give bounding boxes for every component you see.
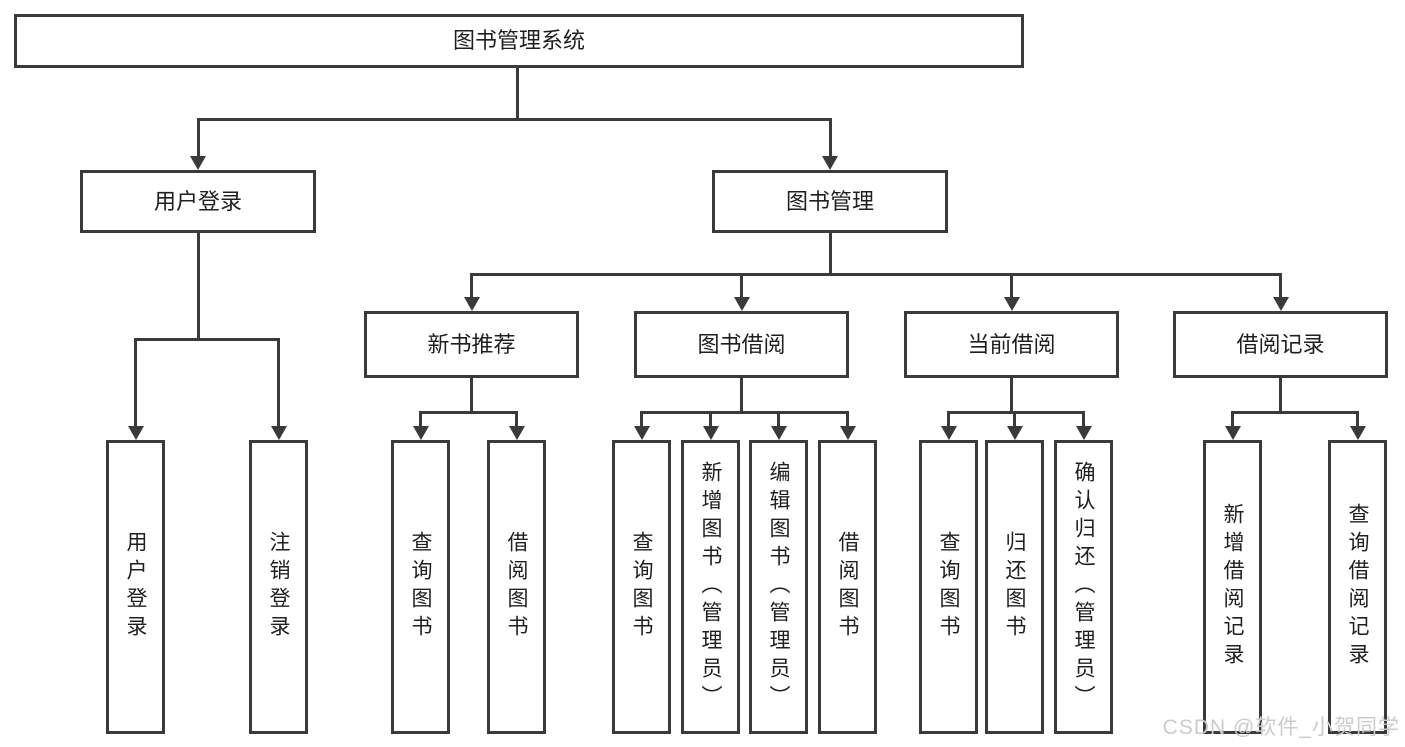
connector-line xyxy=(740,378,743,411)
connector-line xyxy=(516,68,519,118)
connector-line xyxy=(1010,273,1013,297)
leaf-confirm-return-admin-label: 确认归还（管理员） xyxy=(1072,461,1095,713)
leaf-query-book-2: 查询图书 xyxy=(612,440,671,734)
arrowhead-icon xyxy=(822,156,838,170)
leaf-query-book-2-label: 查询图书 xyxy=(630,531,653,643)
arrowhead-icon xyxy=(464,297,480,311)
leaf-add-book-admin: 新增图书（管理员） xyxy=(681,440,740,734)
connector-line xyxy=(829,118,832,158)
leaf-add-borrow-record: 新增借阅记录 xyxy=(1203,440,1262,734)
connector-line xyxy=(197,118,832,121)
connector-line xyxy=(134,338,137,426)
connector-line xyxy=(1231,411,1234,426)
node-user-login: 用户登录 xyxy=(80,170,316,233)
leaf-edit-book-admin-label: 编辑图书（管理员） xyxy=(767,461,790,713)
connector-line xyxy=(640,411,643,426)
leaf-query-book-1-label: 查询图书 xyxy=(409,531,432,643)
connector-line xyxy=(419,411,518,414)
connector-line xyxy=(470,273,473,297)
arrowhead-icon xyxy=(1350,426,1366,440)
connector-line xyxy=(277,338,280,426)
node-borrow-records-label: 借阅记录 xyxy=(1236,331,1325,357)
csdn-watermark: CSDN @软件_小贺同学 xyxy=(1162,716,1400,739)
connector-line xyxy=(947,411,1085,414)
leaf-confirm-return-admin: 确认归还（管理员） xyxy=(1054,440,1113,734)
node-new-book-recommend-label: 新书推荐 xyxy=(427,331,516,357)
connector-line xyxy=(197,118,200,158)
connector-line xyxy=(470,273,1282,276)
leaf-user-login-label: 用户登录 xyxy=(124,531,147,643)
connector-line xyxy=(419,411,422,426)
connector-line xyxy=(740,273,743,297)
connector-line xyxy=(1010,378,1013,411)
connector-line xyxy=(947,411,950,426)
arrowhead-icon xyxy=(840,426,856,440)
node-book-borrow-label: 图书借阅 xyxy=(697,331,786,357)
connector-line xyxy=(134,338,280,341)
node-user-login-label: 用户登录 xyxy=(153,188,242,214)
node-current-borrow: 当前借阅 xyxy=(904,311,1119,378)
arrowhead-icon xyxy=(734,297,750,311)
arrowhead-icon xyxy=(1076,426,1092,440)
connector-line xyxy=(197,233,200,338)
leaf-borrow-book-1: 借阅图书 xyxy=(487,440,546,734)
leaf-query-borrow-record: 查询借阅记录 xyxy=(1328,440,1387,734)
leaf-borrow-book-1-label: 借阅图书 xyxy=(505,531,528,643)
connector-line xyxy=(829,233,832,273)
leaf-logout: 注销登录 xyxy=(249,440,308,734)
leaf-edit-book-admin: 编辑图书（管理员） xyxy=(749,440,808,734)
node-root: 图书管理系统 xyxy=(14,14,1024,68)
leaf-user-login: 用户登录 xyxy=(106,440,165,734)
arrowhead-icon xyxy=(190,156,206,170)
node-book-management: 图书管理 xyxy=(712,170,948,233)
leaf-return-book-label: 归还图书 xyxy=(1003,531,1026,643)
connector-line xyxy=(515,411,518,426)
connector-line xyxy=(1013,411,1016,426)
leaf-query-book-3-label: 查询图书 xyxy=(937,531,960,643)
leaf-add-book-admin-label: 新增图书（管理员） xyxy=(699,461,722,713)
leaf-borrow-book-2: 借阅图书 xyxy=(818,440,877,734)
connector-line xyxy=(777,411,780,426)
arrowhead-icon xyxy=(1225,426,1241,440)
arrowhead-icon xyxy=(771,426,787,440)
arrowhead-icon xyxy=(128,426,144,440)
connector-line xyxy=(1356,411,1359,426)
connector-line xyxy=(1279,273,1282,297)
arrowhead-icon xyxy=(413,426,429,440)
arrowhead-icon xyxy=(703,426,719,440)
connector-line xyxy=(709,411,712,426)
connector-line xyxy=(1279,378,1282,411)
connector-line xyxy=(470,378,473,411)
leaf-logout-label: 注销登录 xyxy=(267,531,290,643)
leaf-add-borrow-record-label: 新增借阅记录 xyxy=(1221,503,1244,671)
node-book-borrow: 图书借阅 xyxy=(634,311,849,378)
connector-line xyxy=(846,411,849,426)
arrowhead-icon xyxy=(634,426,650,440)
node-root-label: 图书管理系统 xyxy=(452,28,585,53)
arrowhead-icon xyxy=(271,426,287,440)
arrowhead-icon xyxy=(941,426,957,440)
node-borrow-records: 借阅记录 xyxy=(1173,311,1388,378)
connector-line xyxy=(640,411,849,414)
connector-line xyxy=(1082,411,1085,426)
leaf-query-borrow-record-label: 查询借阅记录 xyxy=(1346,503,1369,671)
node-current-borrow-label: 当前借阅 xyxy=(967,331,1056,357)
leaf-return-book: 归还图书 xyxy=(985,440,1044,734)
leaf-query-book-3: 查询图书 xyxy=(919,440,978,734)
leaf-borrow-book-2-label: 借阅图书 xyxy=(836,531,859,643)
arrowhead-icon xyxy=(1273,297,1289,311)
leaf-query-book-1: 查询图书 xyxy=(391,440,450,734)
arrowhead-icon xyxy=(1007,426,1023,440)
node-new-book-recommend: 新书推荐 xyxy=(364,311,579,378)
connector-line xyxy=(1231,411,1359,414)
arrowhead-icon xyxy=(509,426,525,440)
node-book-management-label: 图书管理 xyxy=(785,188,874,214)
arrowhead-icon xyxy=(1004,297,1020,311)
